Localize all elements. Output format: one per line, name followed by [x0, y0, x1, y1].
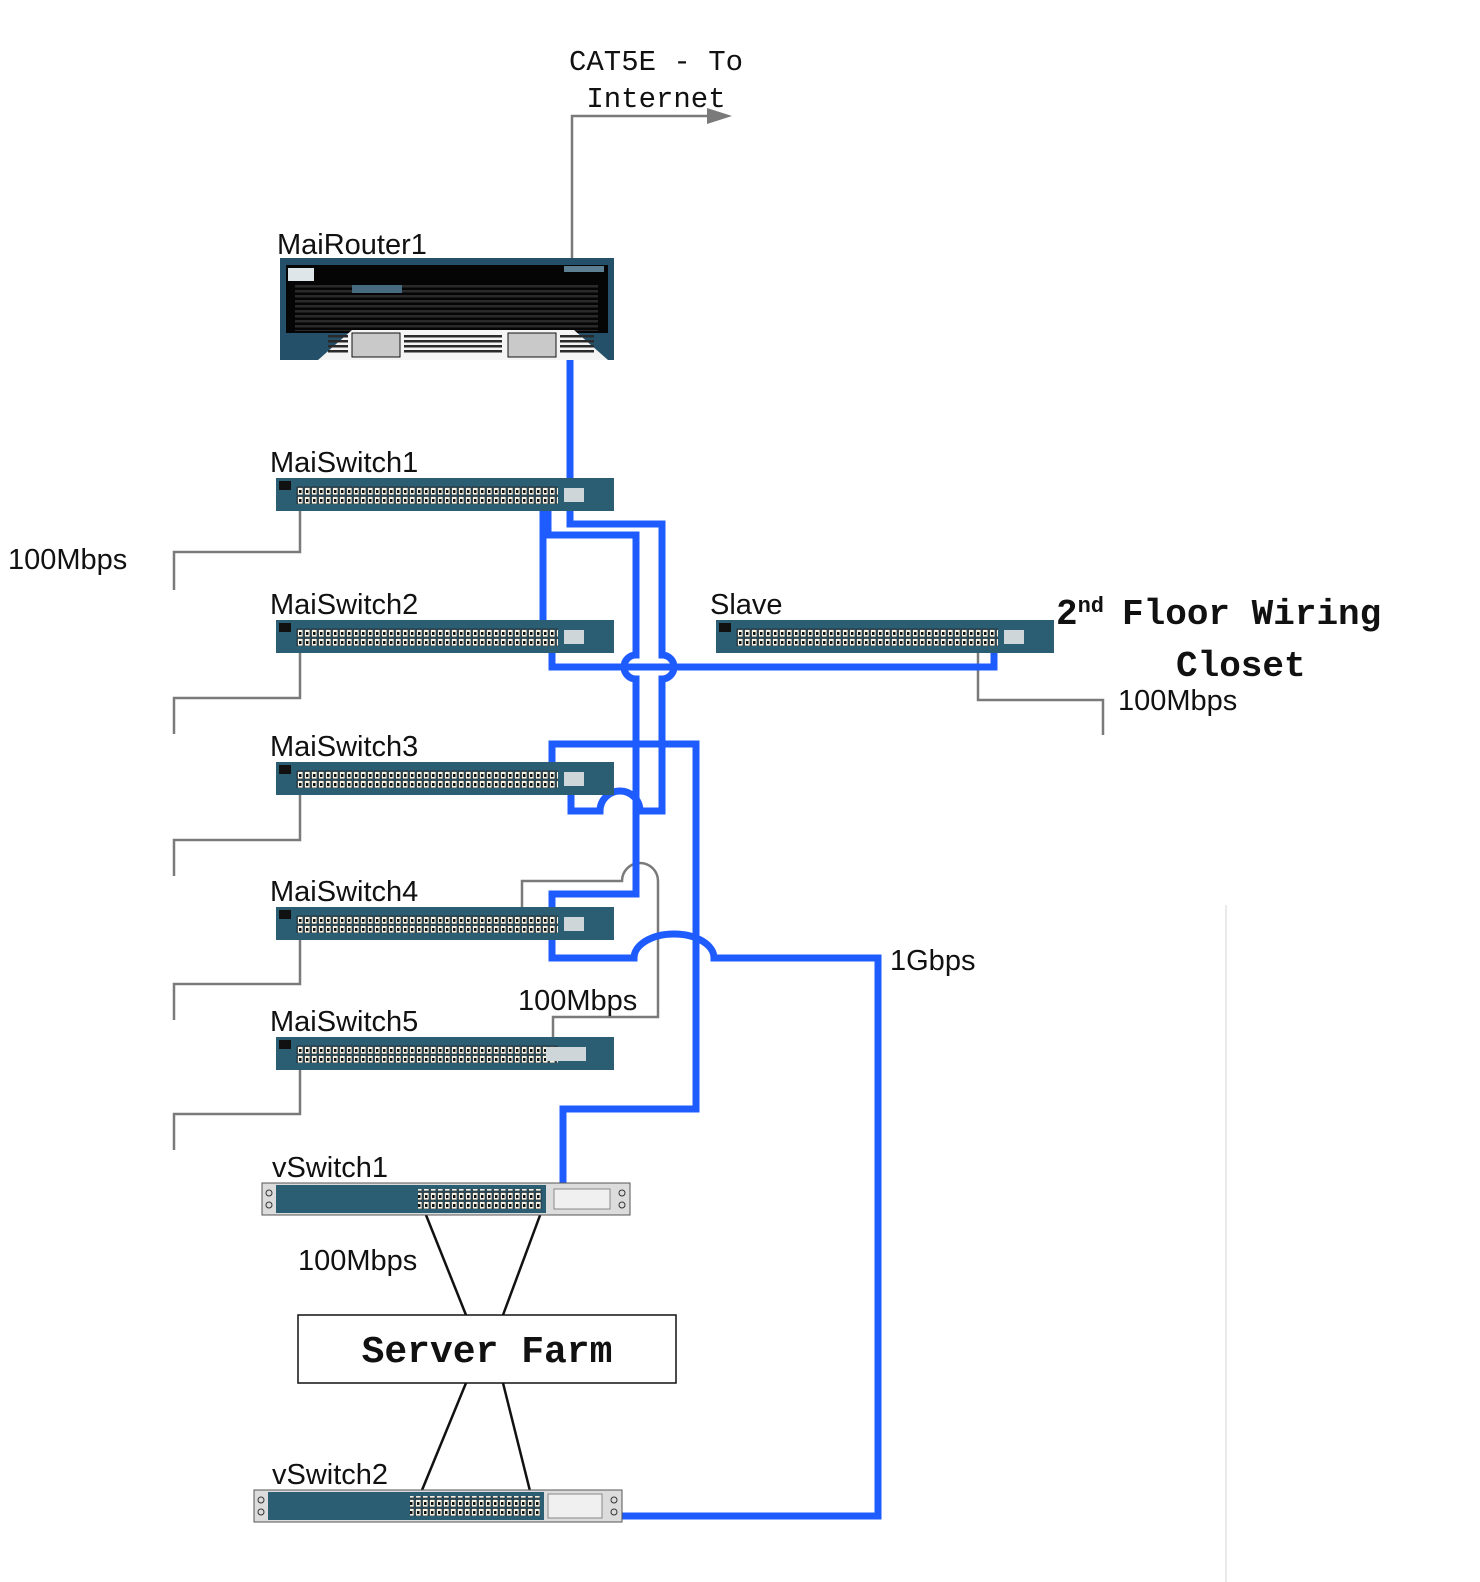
speed-label-access: 100Mbps: [8, 544, 127, 576]
switch-label-5: MaiSwitch5: [270, 1006, 418, 1038]
closet-label-line2: Closet: [1176, 646, 1306, 687]
speed-label-server: 100Mbps: [298, 1245, 417, 1277]
slave-label: Slave: [710, 589, 783, 621]
cisco-logo-icon: [279, 910, 291, 919]
power-supply-icon: [507, 332, 557, 358]
switch-device-4[interactable]: [276, 907, 614, 940]
switch-label-3: MaiSwitch3: [270, 731, 418, 763]
cisco-logo-icon: [279, 481, 291, 490]
drop-line-switch2: [172, 644, 302, 734]
cisco-logo-icon: [279, 765, 291, 774]
vswitch-device-1[interactable]: [261, 1182, 631, 1216]
vswitch-label-1: vSwitch1: [272, 1152, 388, 1184]
arrow-icon: [707, 108, 732, 124]
link-switch1-switch4: [544, 493, 640, 918]
cisco-logo-icon: [719, 623, 731, 632]
link-switch4-vswitch2: [548, 918, 882, 1520]
router-label: MaiRouter1: [277, 229, 427, 261]
drop-line-switch1: [172, 500, 302, 590]
speed-label-uplink: 1Gbps: [890, 945, 975, 977]
link-switch1-switch3: [566, 498, 678, 815]
vswitch-device-2[interactable]: [253, 1489, 623, 1523]
speed-label-switch45: 100Mbps: [518, 985, 637, 1017]
internet-label-line1: CAT5E - To: [569, 46, 743, 79]
link-switch3-vswitch1: [548, 740, 700, 1193]
server-farm-box[interactable]: [297, 1314, 677, 1384]
router-device[interactable]: [280, 258, 614, 360]
cisco-logo-icon: [288, 268, 314, 281]
drop-line-switch3: [172, 785, 302, 876]
drop-line-slave: [976, 644, 1105, 735]
switch-device-1[interactable]: [276, 478, 614, 511]
switch-label-2: MaiSwitch2: [270, 589, 418, 621]
vswitch-label-2: vSwitch2: [272, 1459, 388, 1491]
cisco-logo-icon: [279, 1040, 291, 1049]
speed-label-slave: 100Mbps: [1118, 685, 1237, 717]
link-farm-vswitch2-a: [418, 1382, 468, 1496]
cisco-logo-icon: [279, 623, 291, 632]
link-vswitch1-farm-a: [422, 1209, 468, 1316]
link-farm-vswitch2-b: [501, 1382, 533, 1496]
switch-device-3[interactable]: [276, 762, 614, 795]
server-farm-label: Server Farm: [362, 1331, 613, 1374]
drop-line-switch5: [172, 1062, 302, 1150]
drop-line-switch4: [172, 930, 302, 1020]
internet-uplink-line: [570, 108, 732, 258]
slave-switch-device[interactable]: [716, 620, 1054, 653]
switch-label-4: MaiSwitch4: [270, 876, 418, 908]
switch-device-5[interactable]: [276, 1037, 614, 1070]
power-supply-icon: [351, 332, 401, 358]
switch-device-2[interactable]: [276, 620, 614, 653]
switch-label-1: MaiSwitch1: [270, 447, 418, 479]
link-vswitch1-farm-b: [501, 1209, 544, 1316]
internet-label-line2: Internet: [586, 83, 725, 116]
link-switch4-switch5: [520, 861, 660, 1042]
